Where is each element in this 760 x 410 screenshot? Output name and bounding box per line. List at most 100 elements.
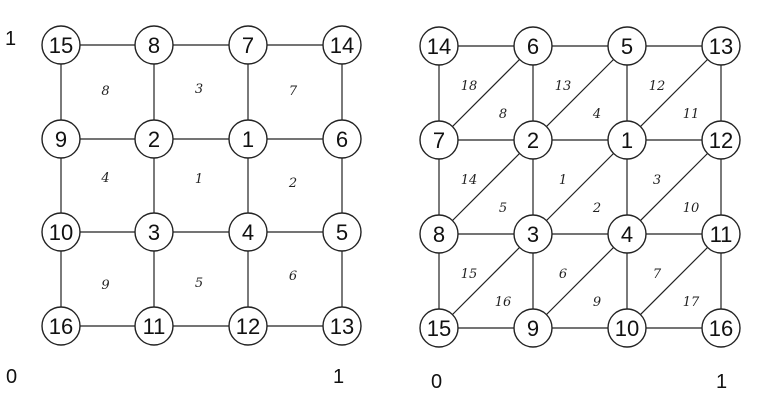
quad-mesh-node-label: 10 [49, 220, 73, 245]
triangle-mesh-node: 13 [701, 26, 741, 66]
triangle-mesh-node-label: 13 [709, 34, 733, 59]
quad-mesh-node: 14 [322, 25, 362, 65]
triangle-mesh-node-circle [607, 26, 647, 66]
triangle-element-label: 2 [592, 201, 601, 216]
quad-mesh-node-label: 12 [236, 314, 260, 339]
triangle-mesh-node-circle [701, 214, 741, 254]
triangle-element-label: 17 [683, 295, 700, 310]
quad-mesh-node-circle [41, 119, 81, 159]
quad-element-label: 7 [289, 84, 298, 99]
triangle-element-label: 7 [653, 267, 662, 282]
quad-mesh-node-circle [228, 25, 268, 65]
quad-mesh-node-circle [228, 212, 268, 252]
triangle-mesh-node-circle [419, 120, 459, 160]
quad-mesh-node-circle [228, 306, 268, 346]
quad-mesh-node-label: 14 [330, 33, 354, 58]
right-x-max-label: 1 [716, 371, 727, 393]
triangle-mesh-node-label: 10 [615, 316, 639, 341]
quad-mesh-node: 11 [134, 306, 174, 346]
triangle-mesh-node-label: 2 [527, 128, 539, 153]
quad-mesh-node-circle [134, 119, 174, 159]
triangle-element-label: 16 [495, 295, 512, 310]
triangle-mesh-node: 5 [607, 26, 647, 66]
triangle-mesh-node-circle [513, 214, 553, 254]
triangle-mesh-node-label: 14 [427, 34, 451, 59]
quad-mesh-node-label: 6 [336, 127, 348, 152]
triangle-element-label: 4 [592, 107, 601, 122]
triangle-mesh-node-label: 7 [433, 128, 445, 153]
quad-element-label: 2 [288, 176, 297, 191]
triangle-mesh-node-label: 5 [621, 34, 633, 59]
quad-element-label: 1 [195, 172, 203, 187]
quad-mesh-node-circle [322, 25, 362, 65]
quad-element-label: 3 [195, 82, 203, 97]
triangle-mesh-diagonal-edge [438, 45, 534, 141]
triangle-mesh-diagonal-edge [626, 45, 722, 141]
triangle-element-label: 14 [461, 173, 478, 188]
triangle-element-label: 10 [683, 201, 700, 216]
triangle-mesh-node: 10 [607, 308, 647, 348]
triangle-element-label: 1 [559, 173, 567, 188]
quad-mesh-node-circle [134, 25, 174, 65]
quad-mesh-node-label: 4 [242, 220, 254, 245]
triangle-mesh-node-circle [419, 214, 459, 254]
triangle-mesh-diagonal-edge [626, 139, 722, 235]
quad-mesh-node: 1 [228, 119, 268, 159]
triangle-mesh-node-label: 1 [621, 128, 633, 153]
triangle-mesh-node-circle [513, 26, 553, 66]
left-y-max-label: 1 [5, 28, 16, 50]
triangle-element-label: 18 [461, 79, 478, 94]
triangle-mesh-node-circle [607, 120, 647, 160]
quad-mesh-node: 3 [134, 212, 174, 252]
triangle-mesh-node: 12 [701, 120, 741, 160]
triangle-element-label: 8 [499, 107, 507, 122]
quad-mesh-node-label: 1 [242, 127, 254, 152]
triangle-mesh-node: 1 [607, 120, 647, 160]
quad-mesh-node: 4 [228, 212, 268, 252]
quad-mesh-node-circle [322, 212, 362, 252]
triangle-mesh-node-label: 4 [621, 222, 633, 247]
quad-mesh-node: 15 [41, 25, 81, 65]
triangle-mesh-node-circle [513, 120, 553, 160]
triangle-mesh-node: 14 [419, 26, 459, 66]
triangle-mesh-node-label: 8 [433, 222, 445, 247]
triangle-mesh-node-label: 15 [427, 316, 451, 341]
triangle-mesh-node: 15 [419, 308, 459, 348]
triangle-mesh-node-circle [419, 26, 459, 66]
triangle-element-label: 15 [461, 267, 478, 282]
triangle-mesh-node-circle [419, 308, 459, 348]
triangle-mesh-edges [438, 45, 722, 329]
quad-mesh-node-label: 13 [330, 314, 354, 339]
quad-mesh-node-circle [134, 306, 174, 346]
triangle-mesh-node-circle [607, 308, 647, 348]
quad-mesh-node-label: 9 [55, 127, 67, 152]
triangle-mesh-node: 8 [419, 214, 459, 254]
triangle-mesh-node-circle [701, 120, 741, 160]
triangle-mesh-node-circle [701, 26, 741, 66]
quad-mesh-node-label: 15 [49, 33, 73, 58]
triangle-mesh-diagonal-edge [532, 139, 628, 235]
quad-mesh-node: 12 [228, 306, 268, 346]
triangle-element-label: 9 [593, 295, 601, 310]
triangle-mesh-diagonal-edge [626, 233, 722, 329]
triangle-mesh-diagonal-edge [438, 233, 534, 329]
quad-element-label: 6 [289, 269, 297, 284]
quad-mesh-node-label: 11 [143, 314, 166, 339]
quad-mesh-node: 6 [322, 119, 362, 159]
triangle-mesh-node: 2 [513, 120, 553, 160]
quad-element-label: 5 [195, 276, 203, 291]
triangle-mesh-node-label: 6 [527, 34, 539, 59]
triangle-element-label: 6 [559, 267, 567, 282]
quad-mesh-node: 2 [134, 119, 174, 159]
quad-mesh-node-circle [134, 212, 174, 252]
quad-mesh-node-label: 16 [49, 314, 73, 339]
triangle-mesh-node: 3 [513, 214, 553, 254]
quad-mesh-node: 9 [41, 119, 81, 159]
triangle-mesh-node-circle [701, 308, 741, 348]
